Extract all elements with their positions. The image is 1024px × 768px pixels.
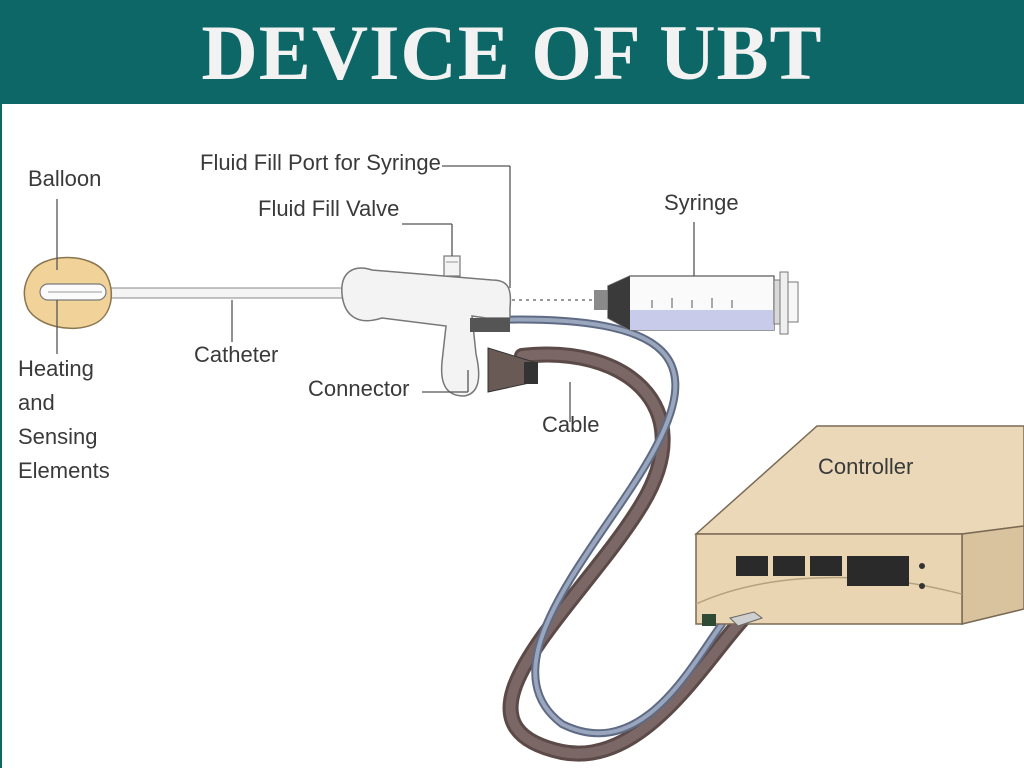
cable [486,315,750,762]
label-heating-sensing-elements: Heating and Sensing Elements [18,356,110,483]
handle [341,255,538,397]
controller-unit [694,425,1024,627]
label-syringe: Syringe [664,190,739,215]
syringe [594,271,799,335]
ubt-device-diagram: Balloon Fluid Fill Port for Syringe Flui… [2,104,1024,768]
label-controller: Controller [818,454,914,479]
catheter [105,287,359,299]
label-catheter: Catheter [194,342,279,367]
label-connector: Connector [308,376,410,401]
diagram-illustration [23,165,1024,762]
label-fluid-fill-port: Fluid Fill Port for Syringe [200,150,441,175]
balloon [23,256,113,330]
label-balloon: Balloon [28,166,102,191]
label-cable: Cable [542,412,600,437]
slide-title: DEVICE OF UBT [201,9,823,96]
leader-lines [56,165,695,422]
title-bar: DEVICE OF UBT [0,0,1024,104]
label-fluid-fill-valve: Fluid Fill Valve [258,196,400,221]
